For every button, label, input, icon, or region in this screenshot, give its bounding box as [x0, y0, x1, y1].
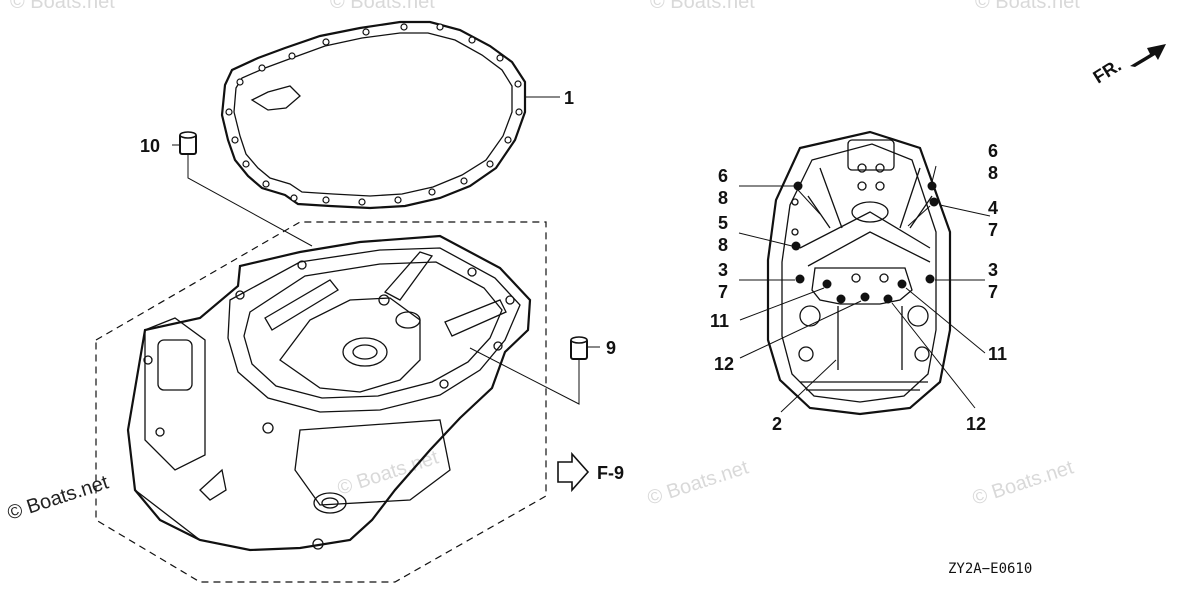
- callout-12-right: 12: [966, 414, 986, 434]
- dowel-pin-9: [570, 336, 588, 360]
- callout-7-left: 7: [718, 282, 728, 302]
- callout-7-right-lower: 7: [988, 282, 998, 302]
- callout-8-left-lower: 8: [718, 235, 728, 255]
- callout-8-left: 8: [718, 188, 728, 208]
- watermark: © Boats.net: [645, 456, 752, 509]
- leader-lines-right: [738, 165, 991, 413]
- callout-9: 9: [606, 338, 616, 358]
- callout-11-left: 11: [710, 311, 729, 331]
- callout-4: 4: [988, 198, 998, 218]
- callout-2: 2: [772, 414, 782, 434]
- callout-5: 5: [718, 213, 728, 233]
- watermark: © Boats.net: [10, 0, 115, 13]
- oil-case: [95, 221, 547, 583]
- leader-lines-left: [172, 96, 600, 405]
- callout-7-right: 7: [988, 220, 998, 240]
- callout-1: 1: [564, 88, 574, 108]
- callout-8-right: 8: [988, 163, 998, 183]
- dowel-pin-10: [179, 131, 197, 155]
- front-direction-arrow-icon: [1130, 44, 1166, 67]
- callout-11-right: 11: [988, 344, 1007, 364]
- oil-case-bottom-view: [766, 130, 952, 416]
- callout-3-left: 3: [718, 260, 728, 280]
- callout-12-left: 12: [714, 354, 734, 374]
- watermark: © Boats.net: [330, 0, 435, 13]
- front-direction-marker: FR.: [1090, 44, 1166, 87]
- diagram-code: ZY2A−E0610: [948, 561, 1032, 577]
- watermark: © Boats.net: [970, 456, 1077, 509]
- watermark: © Boats.net: [650, 0, 755, 13]
- watermark: © Boats.net: [975, 0, 1080, 13]
- page-reference-arrow-icon: [557, 451, 590, 493]
- page-reference-label[interactable]: F-9: [597, 463, 624, 483]
- gasket: [220, 20, 527, 210]
- bolt-markers: [791, 181, 939, 304]
- front-label: FR.: [1090, 55, 1125, 87]
- callout-10: 10: [140, 136, 160, 156]
- callout-6-right: 6: [988, 141, 998, 161]
- callout-6-left: 6: [718, 166, 728, 186]
- callout-3-right: 3: [988, 260, 998, 280]
- gasket-bolt-holes: [225, 23, 523, 206]
- watermarks: © Boats.net © Boats.net © Boats.net © Bo…: [5, 0, 1080, 525]
